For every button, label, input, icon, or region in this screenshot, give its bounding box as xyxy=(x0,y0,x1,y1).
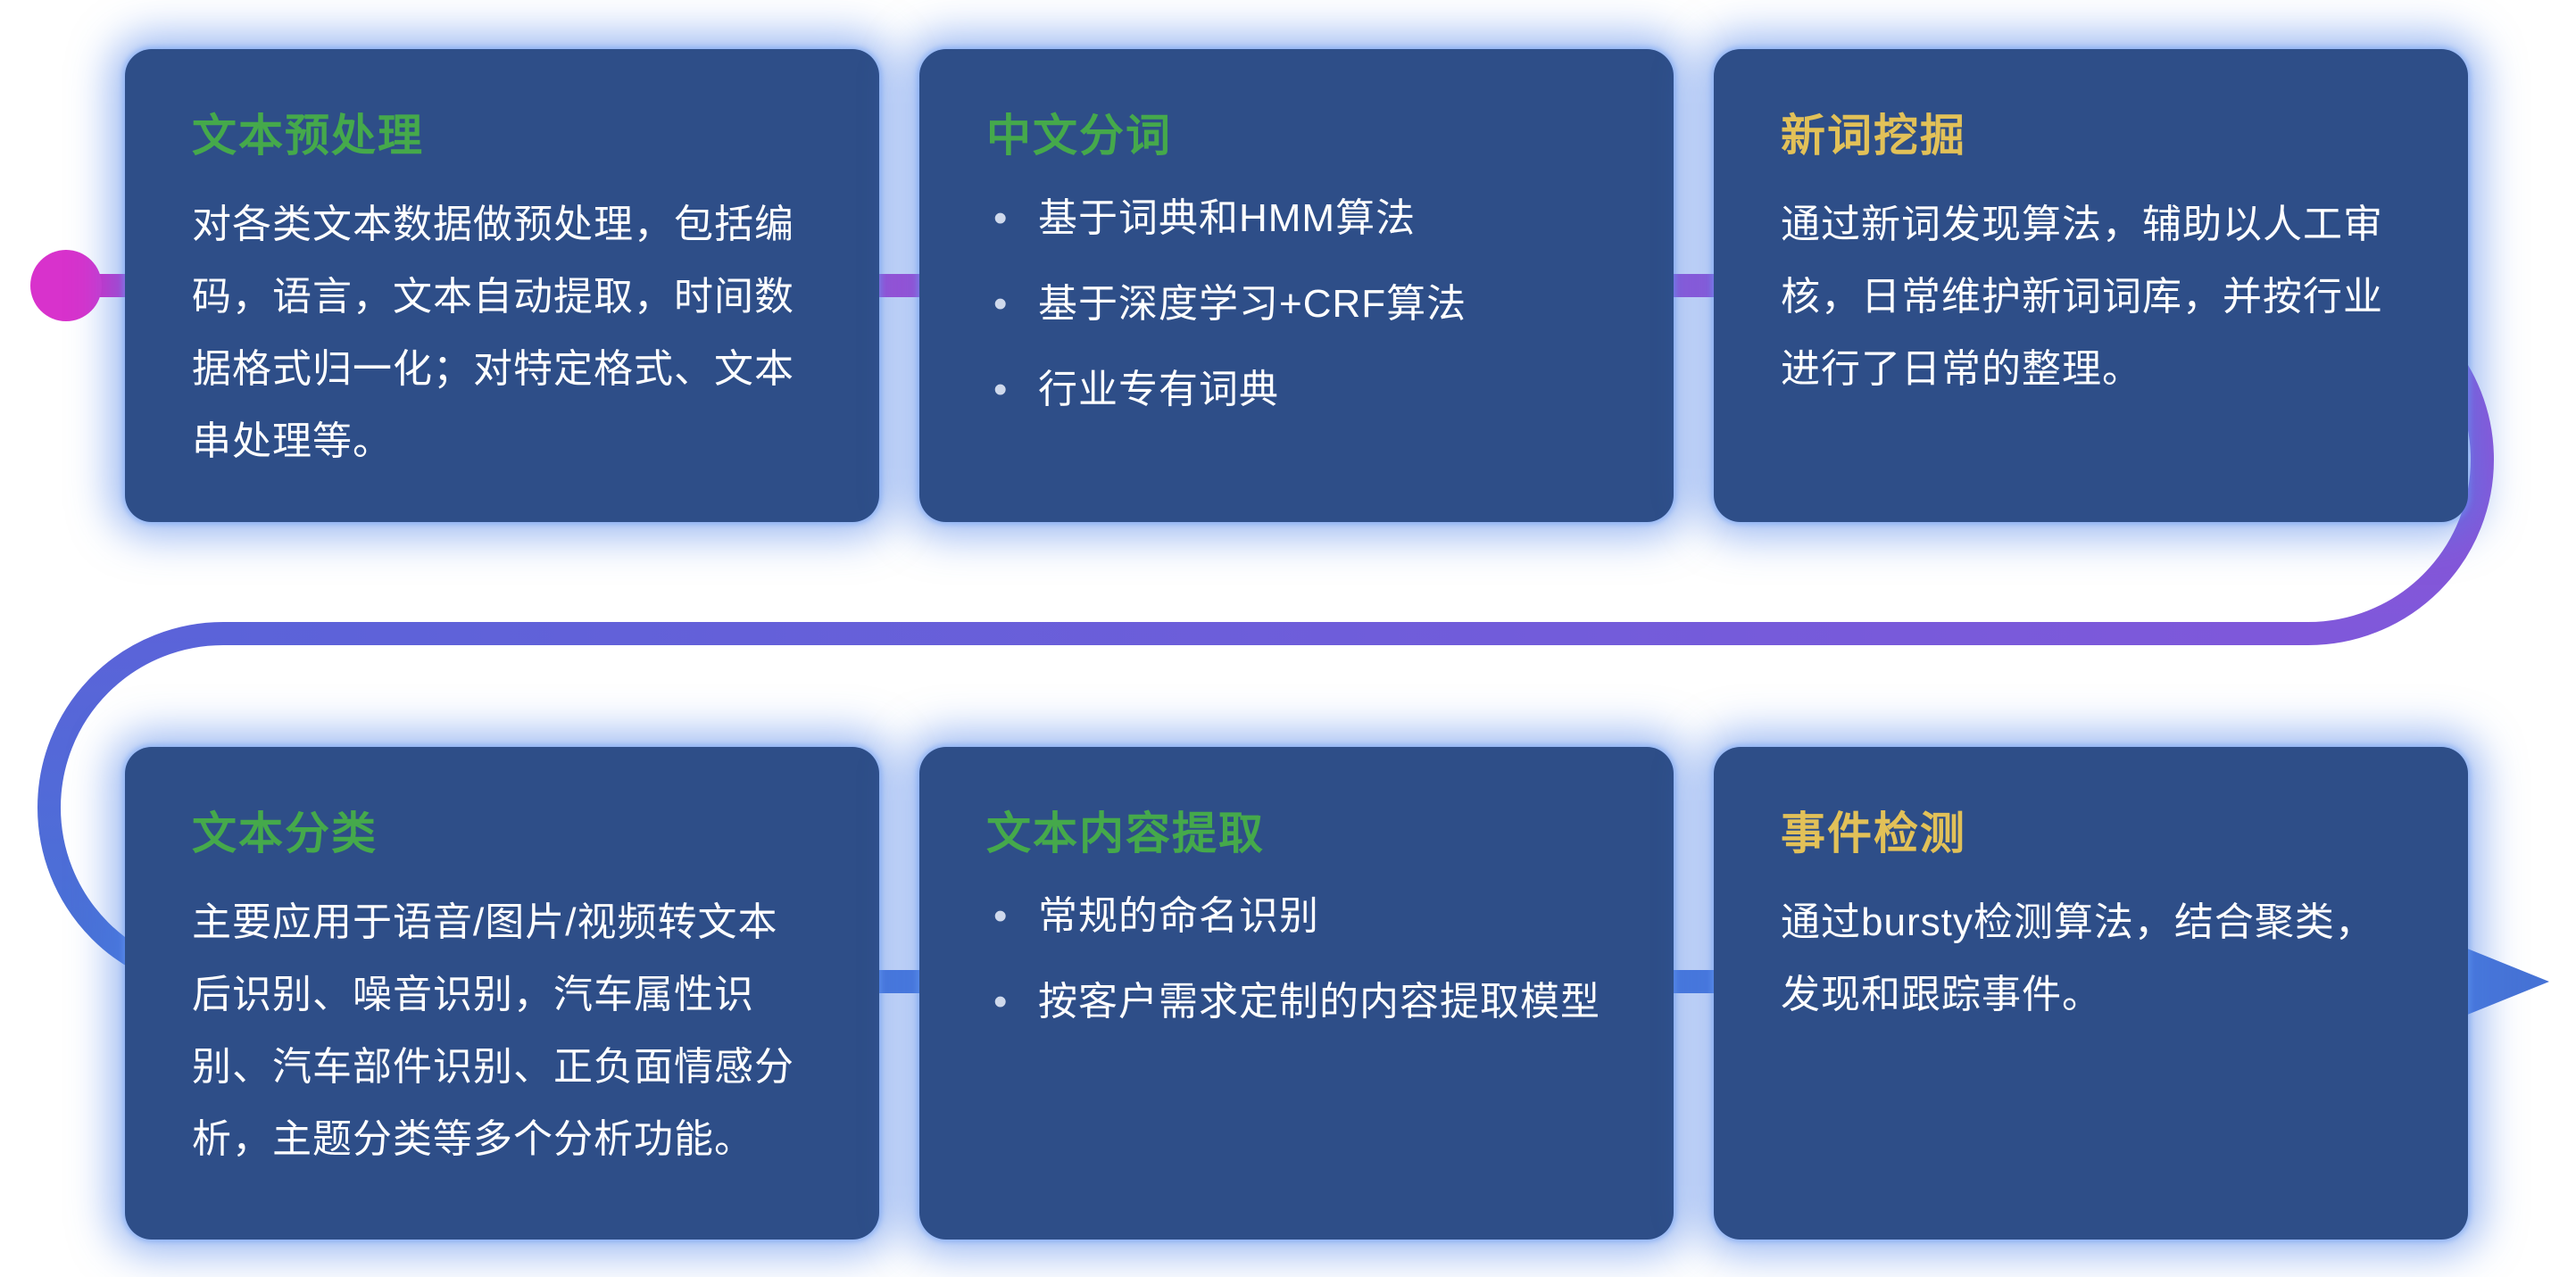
card-title: 文本预处理 xyxy=(192,111,424,161)
card-text-content-extraction: 文本内容提取常规的命名识别按客户需求定制的内容提取模型 xyxy=(919,747,1674,1240)
bullet-item: 按客户需求定制的内容提取模型 xyxy=(986,973,1607,1032)
bullet-item: 基于词典和HMM算法 xyxy=(986,189,1607,248)
card-title: 事件检测 xyxy=(1781,808,1966,858)
pipeline-row-top: 文本预处理对各类文本数据做预处理，包括编码，语言，文本自动提取，时间数据格式归一… xyxy=(125,49,2468,522)
flow-start-dot xyxy=(30,250,102,321)
card-body: 主要应用于语音/图片/视频转文本后识别、噪音识别，汽车属性识别、汽车部件识别、正… xyxy=(192,900,794,1161)
bullet-item: 行业专有词典 xyxy=(986,361,1607,419)
card-body: 通过新词发现算法，辅助以人工审核，日常维护新词词库，并按行业进行了日常的整理。 xyxy=(1781,203,2383,391)
card-text-classification: 文本分类主要应用于语音/图片/视频转文本后识别、噪音识别，汽车属性识别、汽车部件… xyxy=(125,747,879,1240)
card-bullet-list: 基于词典和HMM算法基于深度学习+CRF算法行业专有词典 xyxy=(986,189,1607,419)
card-event-detection: 事件检测通过bursty检测算法，结合聚类，发现和跟踪事件。 xyxy=(1714,747,2468,1240)
bullet-item: 基于深度学习+CRF算法 xyxy=(986,275,1607,334)
card-new-word-mining: 新词挖掘通过新词发现算法，辅助以人工审核，日常维护新词词库，并按行业进行了日常的… xyxy=(1714,49,2468,522)
card-title: 文本内容提取 xyxy=(986,808,1265,858)
card-text-preprocessing: 文本预处理对各类文本数据做预处理，包括编码，语言，文本自动提取，时间数据格式归一… xyxy=(125,49,879,522)
bullet-item: 常规的命名识别 xyxy=(986,887,1607,946)
flow-arrow-head-icon xyxy=(2447,941,2549,1023)
card-body: 对各类文本数据做预处理，包括编码，语言，文本自动提取，时间数据格式归一化；对特定… xyxy=(192,203,794,463)
card-bullet-list: 常规的命名识别按客户需求定制的内容提取模型 xyxy=(986,887,1607,1032)
card-body: 通过bursty检测算法，结合聚类，发现和跟踪事件。 xyxy=(1781,900,2375,1016)
card-title: 新词挖掘 xyxy=(1781,111,1966,161)
card-title: 中文分词 xyxy=(986,111,1172,161)
card-chinese-word-segmentation: 中文分词基于词典和HMM算法基于深度学习+CRF算法行业专有词典 xyxy=(919,49,1674,522)
pipeline-row-bottom: 文本分类主要应用于语音/图片/视频转文本后识别、噪音识别，汽车属性识别、汽车部件… xyxy=(125,747,2468,1240)
card-title: 文本分类 xyxy=(192,808,378,858)
